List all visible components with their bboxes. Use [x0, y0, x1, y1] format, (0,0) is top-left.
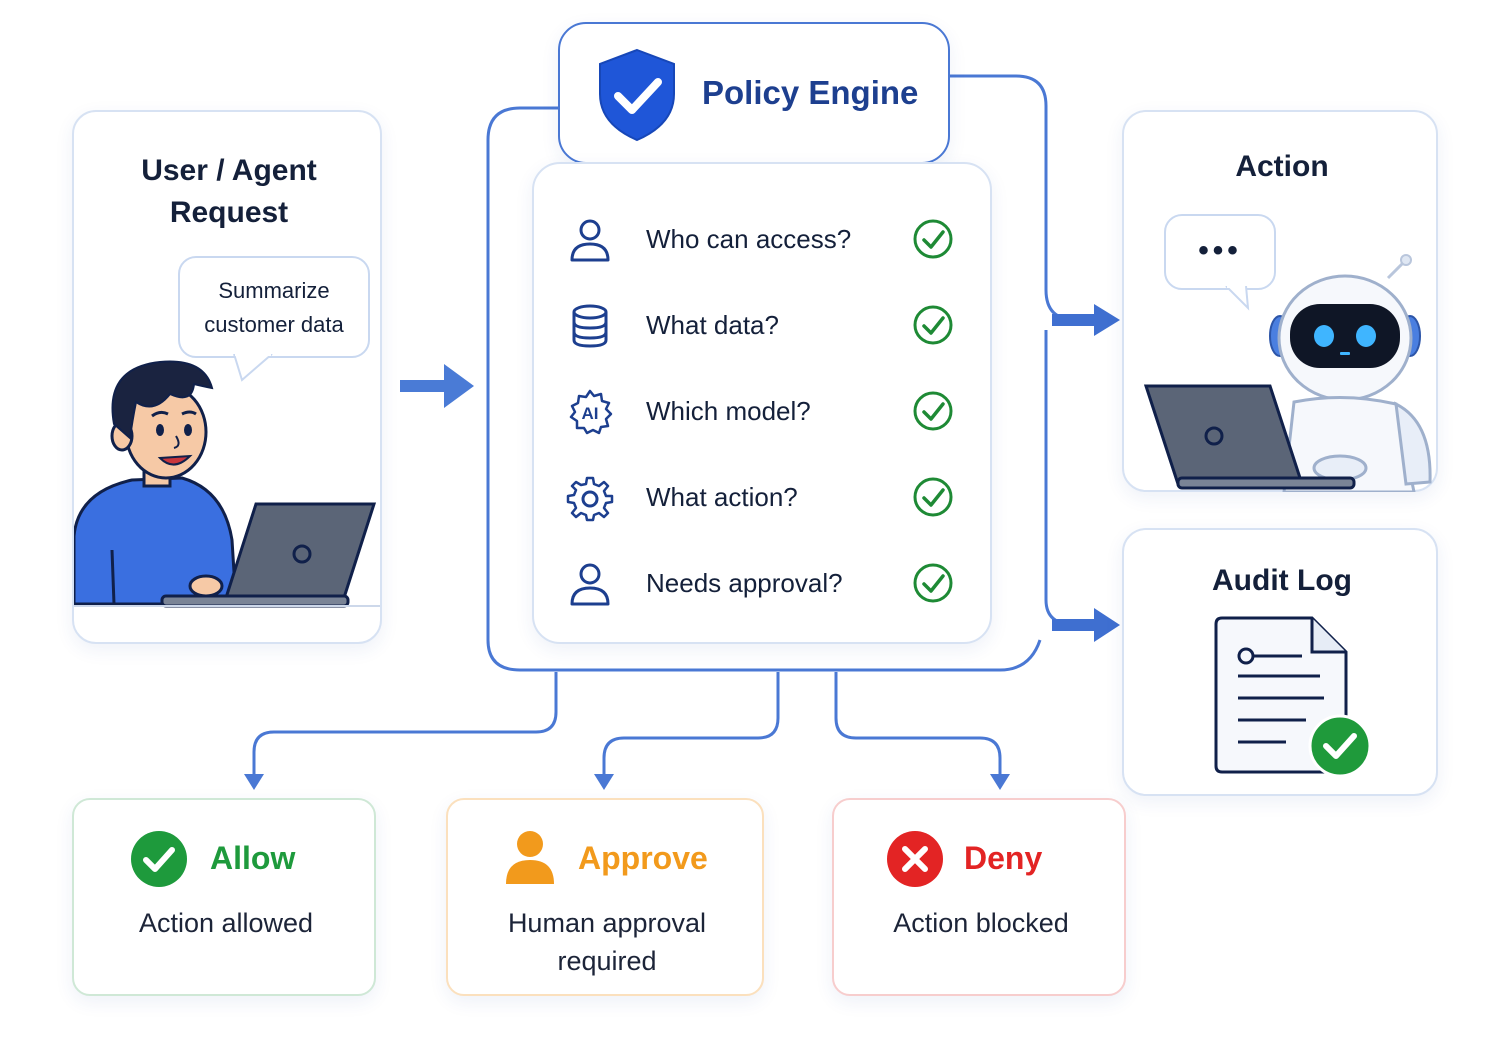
ai-chip-text: AI: [582, 404, 599, 423]
policy-engine-title: Policy Engine: [702, 74, 919, 111]
outcome-approve-description: Human approval required: [448, 904, 766, 980]
outcome-approve-title: Approve: [578, 840, 708, 876]
gear-icon: [566, 476, 614, 522]
outcome-allow-title: Allow: [210, 840, 296, 876]
branch-approve: [602, 672, 780, 778]
person-icon: [506, 831, 554, 884]
request-card: User / Agent Request Summarize customer …: [72, 110, 382, 644]
outcome-deny-description: Action blocked: [834, 904, 1128, 942]
policy-engine-header: Policy Engine: [558, 22, 950, 164]
question-row-model: AI Which model?: [566, 384, 956, 440]
audit-log-title: Audit Log: [1212, 564, 1352, 597]
ai-chip-icon: AI: [569, 389, 613, 435]
person-with-laptop-icon: [74, 360, 380, 608]
policy-questions-card: Who can access? What data? AI Which mode…: [532, 162, 992, 644]
outcome-approve-desc-line1: Human approval: [507, 908, 707, 938]
check-circle-icon: [913, 477, 953, 517]
request-speech-bubble: Summarize customer data: [178, 256, 370, 358]
outcome-deny-title: Deny: [964, 840, 1043, 876]
check-circle-icon: [913, 305, 953, 345]
outcome-allow-desc-line1: Action allowed: [138, 908, 314, 938]
question-row-access: Who can access?: [566, 212, 956, 268]
question-row-action: What action?: [566, 470, 956, 526]
check-circle-icon: [913, 391, 953, 431]
bubble-tail-icon: [233, 354, 273, 382]
branch-allow-arrowhead: [244, 774, 264, 790]
request-bubble-line2: customer data: [204, 312, 344, 337]
outcome-approve-card: Approve Human approval required: [446, 798, 764, 996]
x-circle-icon: [887, 831, 943, 887]
question-row-approval: Needs approval?: [566, 556, 956, 612]
branch-deny-arrowhead: [990, 774, 1010, 790]
shield-check-icon: [599, 48, 675, 142]
user-icon: [570, 219, 610, 262]
outcome-allow-card: Allow Action allowed: [72, 798, 376, 996]
request-title-line1: User / Agent: [141, 154, 317, 187]
action-bubble-tail-icon: [1225, 286, 1250, 311]
audit-arrow-shaft: [1052, 619, 1096, 631]
request-title: User / Agent Request: [74, 150, 384, 234]
check-circle-icon: [913, 563, 953, 603]
branch-deny: [834, 672, 1002, 778]
robot-with-laptop-icon: [1144, 254, 1432, 492]
policy-to-audit-arrowhead: [1094, 608, 1120, 642]
check-circle-icon: [131, 831, 187, 887]
action-card: Action •••: [1122, 110, 1438, 492]
question-label: What data?: [646, 310, 779, 340]
request-to-policy-arrow: [400, 364, 474, 408]
database-icon: [572, 304, 608, 348]
outcome-allow-description: Action allowed: [74, 904, 378, 942]
request-title-line2: Request: [169, 196, 289, 229]
question-row-data: What data?: [566, 298, 956, 354]
policy-engine-frame: [486, 106, 1042, 672]
request-bubble-line1: Summarize: [218, 278, 330, 303]
typing-dots: •••: [1198, 234, 1242, 267]
branch-allow: [252, 672, 558, 778]
user-icon: [570, 563, 610, 606]
question-label: Who can access?: [646, 224, 852, 254]
check-circle-icon: [913, 219, 953, 259]
action-title: Action: [1235, 150, 1329, 183]
question-label: Needs approval?: [646, 568, 843, 598]
outcome-approve-desc-line2: required: [557, 946, 657, 976]
outcome-deny-desc-line1: Action blocked: [893, 908, 1069, 938]
policy-to-action-arrowhead: [1094, 304, 1120, 336]
question-label: Which model?: [646, 396, 811, 426]
document-check-icon: [1214, 616, 1372, 778]
policy-to-audit-connector: [1044, 330, 1096, 627]
question-label: What action?: [646, 482, 798, 512]
action-arrow-shaft: [1052, 314, 1096, 326]
outcome-deny-card: Deny Action blocked: [832, 798, 1126, 996]
branch-approve-arrowhead: [594, 774, 614, 790]
audit-log-card: Audit Log: [1122, 528, 1438, 796]
action-speech-bubble: •••: [1164, 214, 1276, 290]
